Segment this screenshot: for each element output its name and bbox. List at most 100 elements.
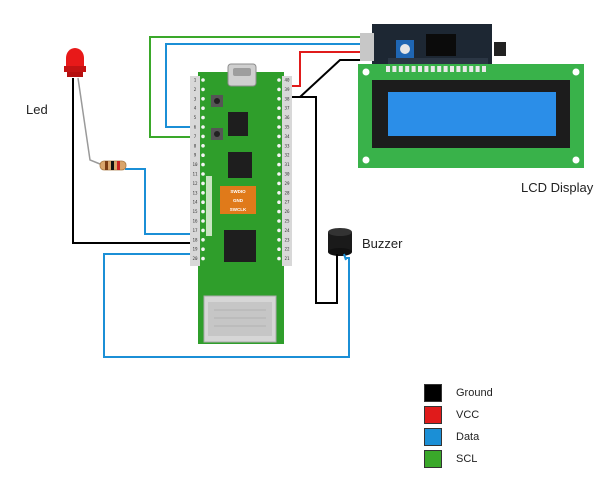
right-pin-37: 37	[284, 106, 290, 111]
buzzer-bottom	[328, 248, 352, 256]
lcd-hole-tl	[362, 68, 370, 76]
lcd-pin	[462, 66, 467, 72]
lcd-pin	[424, 66, 429, 72]
left-pin-17: 17	[192, 228, 198, 233]
right-pin-38: 38	[284, 96, 290, 101]
legend-item-data: Data	[424, 426, 534, 448]
right-pin-30: 30	[284, 172, 290, 177]
left-pin-hole	[201, 97, 205, 101]
lcd-display	[358, 64, 584, 168]
buzzer-body	[328, 232, 352, 252]
left-pin-hole	[201, 87, 205, 92]
wires	[72, 36, 372, 358]
lcd-pin	[475, 66, 480, 72]
left-pin-holes	[201, 78, 205, 261]
right-pin-26: 26	[284, 209, 290, 214]
left-pin-5: 5	[194, 115, 197, 120]
led-label: Led	[26, 102, 48, 117]
lcd-pin	[430, 66, 435, 72]
left-pin-2: 2	[194, 87, 197, 92]
lcd-pin	[392, 66, 397, 72]
legend-swatch-vcc	[424, 406, 442, 424]
lcd-pin	[443, 66, 448, 72]
left-pin-15: 15	[192, 209, 198, 214]
left-pin-hole	[201, 191, 205, 195]
right-pin-34: 34	[284, 134, 290, 139]
legend-label-data: Data	[456, 431, 480, 443]
lcd-pin	[482, 66, 486, 72]
right-pin-36: 36	[284, 115, 290, 120]
debug-label-gnd: GND	[233, 198, 244, 203]
wire-vcc	[290, 51, 372, 87]
debug-label-swdio: SWDIO	[230, 189, 246, 194]
left-pin-hole	[201, 134, 205, 139]
led	[64, 48, 86, 77]
wire-buzzer-data	[103, 253, 350, 358]
right-pin-hole	[277, 200, 281, 204]
right-header	[282, 76, 292, 266]
right-pin-25: 25	[284, 219, 290, 224]
left-pin-4: 4	[194, 106, 197, 111]
right-pin-39: 39	[284, 87, 290, 92]
lcd-screen	[388, 92, 556, 136]
led-leg-anode	[77, 77, 101, 165]
right-pin-hole	[277, 256, 281, 261]
left-pin-19: 19	[192, 247, 198, 252]
right-pin-hole	[277, 247, 281, 251]
right-pin-hole	[277, 144, 281, 148]
left-pin-hole	[201, 106, 205, 110]
lcd-hole-br	[572, 156, 580, 164]
right-pin-hole	[277, 162, 281, 167]
left-pin-16: 16	[192, 219, 198, 224]
wire-led-gnd	[72, 78, 195, 244]
regulator-chip	[228, 152, 252, 178]
right-pin-hole	[277, 181, 281, 186]
right-pin-31: 31	[284, 162, 290, 167]
resistor-band-1	[105, 161, 108, 170]
left-pin-20: 20	[192, 256, 198, 261]
lcd-pin	[469, 66, 474, 72]
led-rim	[64, 66, 86, 72]
left-pin-hole	[201, 125, 205, 129]
left-pin-6: 6	[194, 125, 197, 130]
i2c-potentiometer-knob	[400, 44, 410, 54]
resistor-band-2	[111, 161, 114, 170]
button-bootsel-cap	[214, 98, 220, 104]
left-pin-hole	[201, 247, 205, 251]
right-pin-hole	[277, 238, 281, 242]
left-pin-11: 11	[192, 172, 198, 177]
left-pin-hole	[201, 78, 205, 82]
buzzer-leg-pos	[343, 253, 347, 261]
legend-label-vcc: VCC	[456, 409, 480, 421]
left-pin-12: 12	[192, 181, 198, 186]
legend-swatch-data	[424, 428, 442, 446]
left-pin-13: 13	[192, 190, 198, 195]
usb-port	[233, 68, 251, 76]
wire-gnd-buzzer	[300, 96, 338, 304]
right-pin-hole	[277, 172, 281, 176]
right-pin-hole	[277, 97, 281, 101]
left-pin-9: 9	[194, 153, 197, 158]
resistor-band-3	[117, 161, 120, 170]
led-base	[67, 72, 83, 77]
legend-item-ground: Ground	[424, 382, 534, 404]
right-pin-hole	[277, 191, 281, 195]
right-pin-hole	[277, 228, 281, 233]
right-pin-29: 29	[284, 181, 290, 186]
legend-item-scl: SCL	[424, 448, 534, 470]
wire-gnd-lcd	[290, 59, 372, 98]
debug-label-bg	[220, 186, 256, 214]
buzzer-top	[328, 228, 352, 236]
right-pin-hole	[277, 78, 281, 82]
right-pin-hole	[277, 219, 281, 223]
resistor	[99, 160, 127, 171]
lcd-pin	[450, 66, 454, 72]
right-pin-hole	[277, 209, 281, 214]
left-pin-10: 10	[192, 162, 198, 167]
led-dome	[66, 48, 84, 66]
wire-scl	[149, 36, 372, 138]
left-pin-hole	[201, 181, 205, 186]
wireless-shield	[208, 302, 272, 336]
